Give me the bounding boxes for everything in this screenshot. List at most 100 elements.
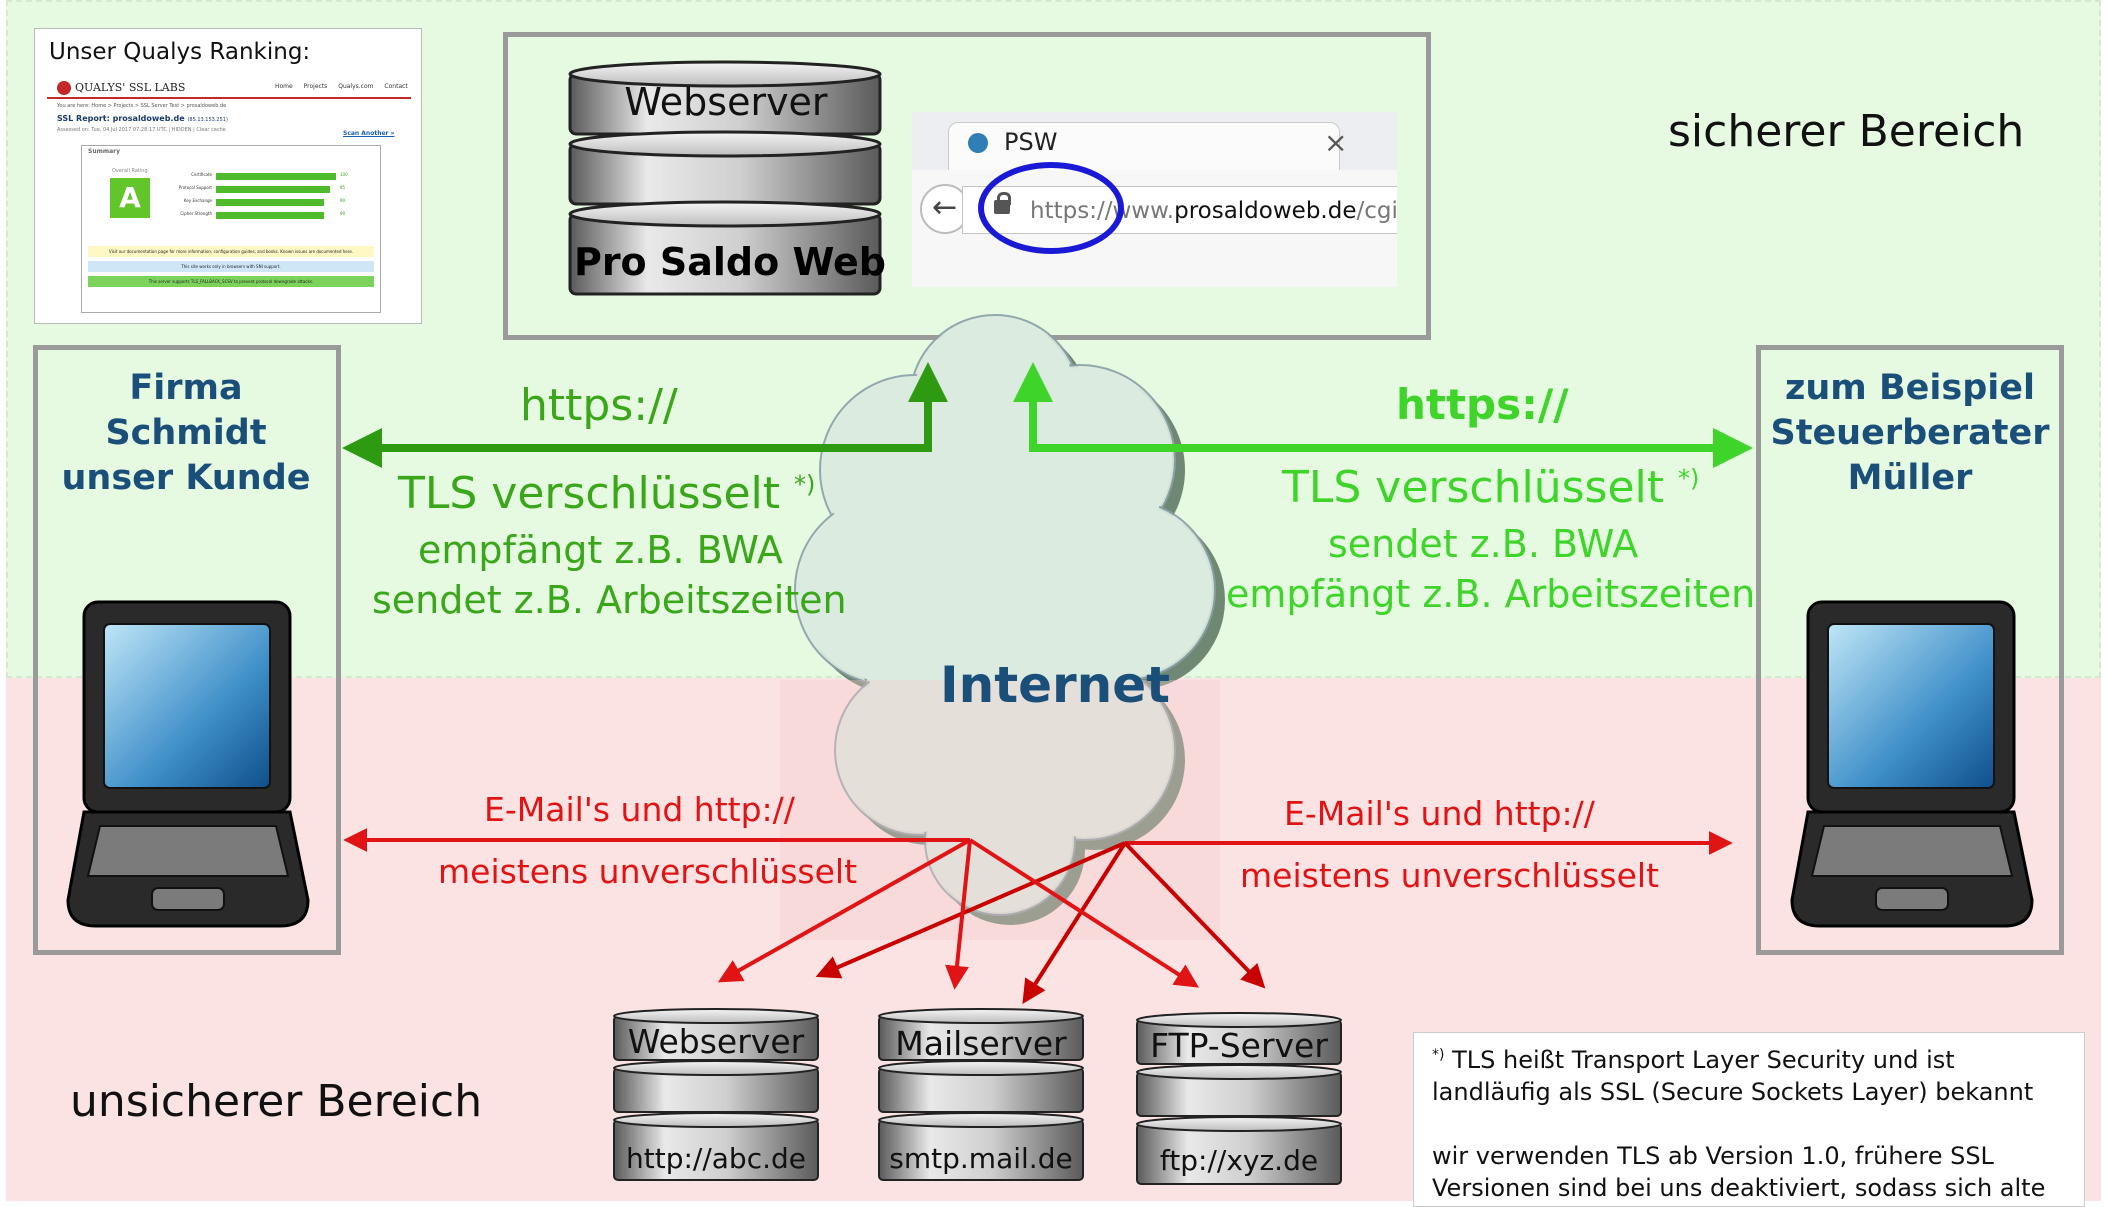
qualys-logo-text: QUALYS' SSL LABS (75, 81, 186, 94)
left-client-frame (33, 345, 341, 955)
cloud-insecure-tint (780, 680, 1220, 940)
qualys-notes: Visit our documentation page for more in… (88, 246, 374, 291)
qualys-overall-label: Overall Rating (112, 168, 148, 174)
arrow-to-mailserver-2 (1022, 841, 1127, 1005)
right-client-frame (1756, 345, 2064, 955)
qualys-bar (216, 173, 336, 180)
right-insecure-line2: meistens unverschlüsselt (1240, 856, 1660, 895)
right-tls-footnote-mark: *) (1678, 464, 1700, 493)
footnote-mark: *) (1432, 1047, 1445, 1063)
right-laptop-icon (1790, 600, 2034, 928)
left-tls-footnote-mark: *) (794, 470, 816, 499)
main-webserver-label: Webserver (624, 80, 828, 124)
right-https-label: https:// (1396, 380, 1569, 429)
right-client-line2: Steuerberater (1770, 413, 2050, 453)
tab-close-icon[interactable]: × (1324, 126, 1348, 159)
left-client-line1: Firma (129, 368, 243, 408)
webserver-name: Webserver (627, 1022, 805, 1061)
qualys-header-rule (47, 97, 411, 99)
qualys-summary-label: Summary (88, 148, 121, 155)
qualys-nav: Home Projects Qualys.com Contact (275, 83, 408, 90)
left-tls-label: TLS verschlüsselt *) (398, 468, 816, 519)
qualys-bar-value: 90 (340, 198, 346, 203)
ftpserver-icon (1136, 1012, 1342, 1185)
browser-screenshot: PSW × ← https://www.prosaldoweb.de/cgi-b (912, 112, 1397, 287)
webserver-icon (613, 1008, 819, 1181)
qualys-nav-home[interactable]: Home (275, 83, 293, 90)
footnote-line4: Versionen sind bei uns deaktiviert, soda… (1432, 1174, 2046, 1202)
qualys-bar-label: Cipher Strength (180, 211, 212, 216)
webserver-address: http://abc.de (625, 1142, 806, 1175)
arrow-to-webserver-1 (717, 838, 971, 983)
qualys-assessed: Assessed on: Tue, 04 Jul 2017 07:28:17 U… (57, 127, 226, 133)
qualys-nav-qualys[interactable]: Qualys.com (338, 83, 374, 90)
left-secure-line1: empfängt z.B. BWA (418, 528, 783, 572)
ftpserver-address: ftp://xyz.de (1159, 1144, 1319, 1177)
footnote-box (1413, 1032, 2085, 1207)
arrow-to-webserver-2 (815, 841, 1126, 979)
left-insecure-line1: E-Mail's und http:// (484, 790, 795, 829)
qualys-logo-icon (57, 81, 71, 95)
footnote-line2: landläufig als SSL (Secure Sockets Layer… (1432, 1078, 2034, 1106)
qualys-bar (216, 199, 324, 206)
footnote-line1: *) TLS heißt Transport Layer Security un… (1432, 1046, 1955, 1074)
left-https-arrow (342, 362, 948, 468)
main-webserver-name: Pro Saldo Web (573, 240, 887, 284)
qualys-note: This server supports TLS_FALLBACK_SCSV t… (88, 276, 374, 287)
arrow-to-ftpserver-2 (1123, 841, 1266, 989)
qualys-bar-row: Certificate 100 (162, 170, 372, 183)
qualys-bar (216, 186, 330, 193)
mailserver-address: smtp.mail.de (889, 1142, 1073, 1175)
main-webserver (568, 60, 882, 296)
tab-title: PSW (1004, 128, 1058, 156)
internet-cloud-fill (798, 318, 1212, 912)
qualys-note: This site works only in browsers with SN… (88, 261, 374, 272)
tab-favicon-icon (968, 133, 988, 153)
qualys-bar-label: Certificate (191, 172, 212, 177)
left-https-label: https:// (520, 380, 678, 431)
right-secure-line1: sendet z.B. BWA (1328, 522, 1639, 566)
arrow-to-mailserver-1 (945, 839, 972, 990)
qualys-bar-label: Key Exchange (183, 198, 212, 203)
qualys-note: Visit our documentation page for more in… (88, 246, 374, 257)
back-button[interactable]: ← (920, 184, 970, 234)
qualys-scan-another[interactable]: Scan Another » (343, 130, 395, 137)
qualys-grade-badge: A (110, 178, 150, 218)
arrow-to-ftpserver-1 (968, 838, 1200, 988)
left-laptop-icon (66, 600, 310, 928)
browser-tab[interactable] (948, 122, 1340, 173)
qualys-title: Unser Qualys Ranking: (49, 39, 311, 65)
left-insecure-line2: meistens unverschlüsselt (438, 852, 858, 891)
qualys-nav-contact[interactable]: Contact (384, 83, 408, 90)
qualys-bar-value: 100 (340, 172, 348, 177)
right-https-arrow (1013, 362, 1753, 468)
left-secure-line2: sendet z.B. Arbeitszeiten (372, 578, 847, 622)
insecure-zone-label: unsicherer Bereich (70, 1076, 483, 1127)
mailserver-icon (878, 1008, 1084, 1181)
qualys-bar-row: Cipher Strength 90 (162, 209, 372, 222)
right-secure-line2: empfängt z.B. Arbeitszeiten (1226, 572, 1756, 616)
qualys-bar-label: Protocol Support (178, 185, 212, 190)
left-client-line3: unser Kunde (61, 458, 311, 498)
qualys-bar-row: Protocol Support 95 (162, 183, 372, 196)
qualys-bar (216, 212, 324, 219)
qualys-bar-row: Key Exchange 90 (162, 196, 372, 209)
footnote-line3: wir verwenden TLS ab Version 1.0, früher… (1432, 1142, 1994, 1170)
qualys-breadcrumb: You are here: Home > Projects > SSL Serv… (57, 103, 227, 109)
left-client-line2: Schmidt (105, 413, 267, 453)
qualys-bar-value: 90 (340, 211, 346, 216)
qualys-panel: Unser Qualys Ranking: QUALYS' SSL LABS H… (34, 28, 422, 324)
right-tls-label: TLS verschlüsselt *) (1282, 462, 1700, 513)
back-arrow-icon: ← (932, 190, 958, 225)
https-highlight-circle (978, 162, 1124, 254)
qualys-bar-value: 95 (340, 185, 346, 190)
qualys-report-title: SSL Report: prosaldoweb.de (85.13.153.25… (57, 114, 228, 123)
right-insecure-line1: E-Mail's und http:// (1284, 794, 1595, 833)
right-client-line3: Müller (1847, 458, 1973, 498)
mailserver-name: Mailserver (895, 1024, 1067, 1063)
qualys-nav-projects[interactable]: Projects (303, 83, 328, 90)
